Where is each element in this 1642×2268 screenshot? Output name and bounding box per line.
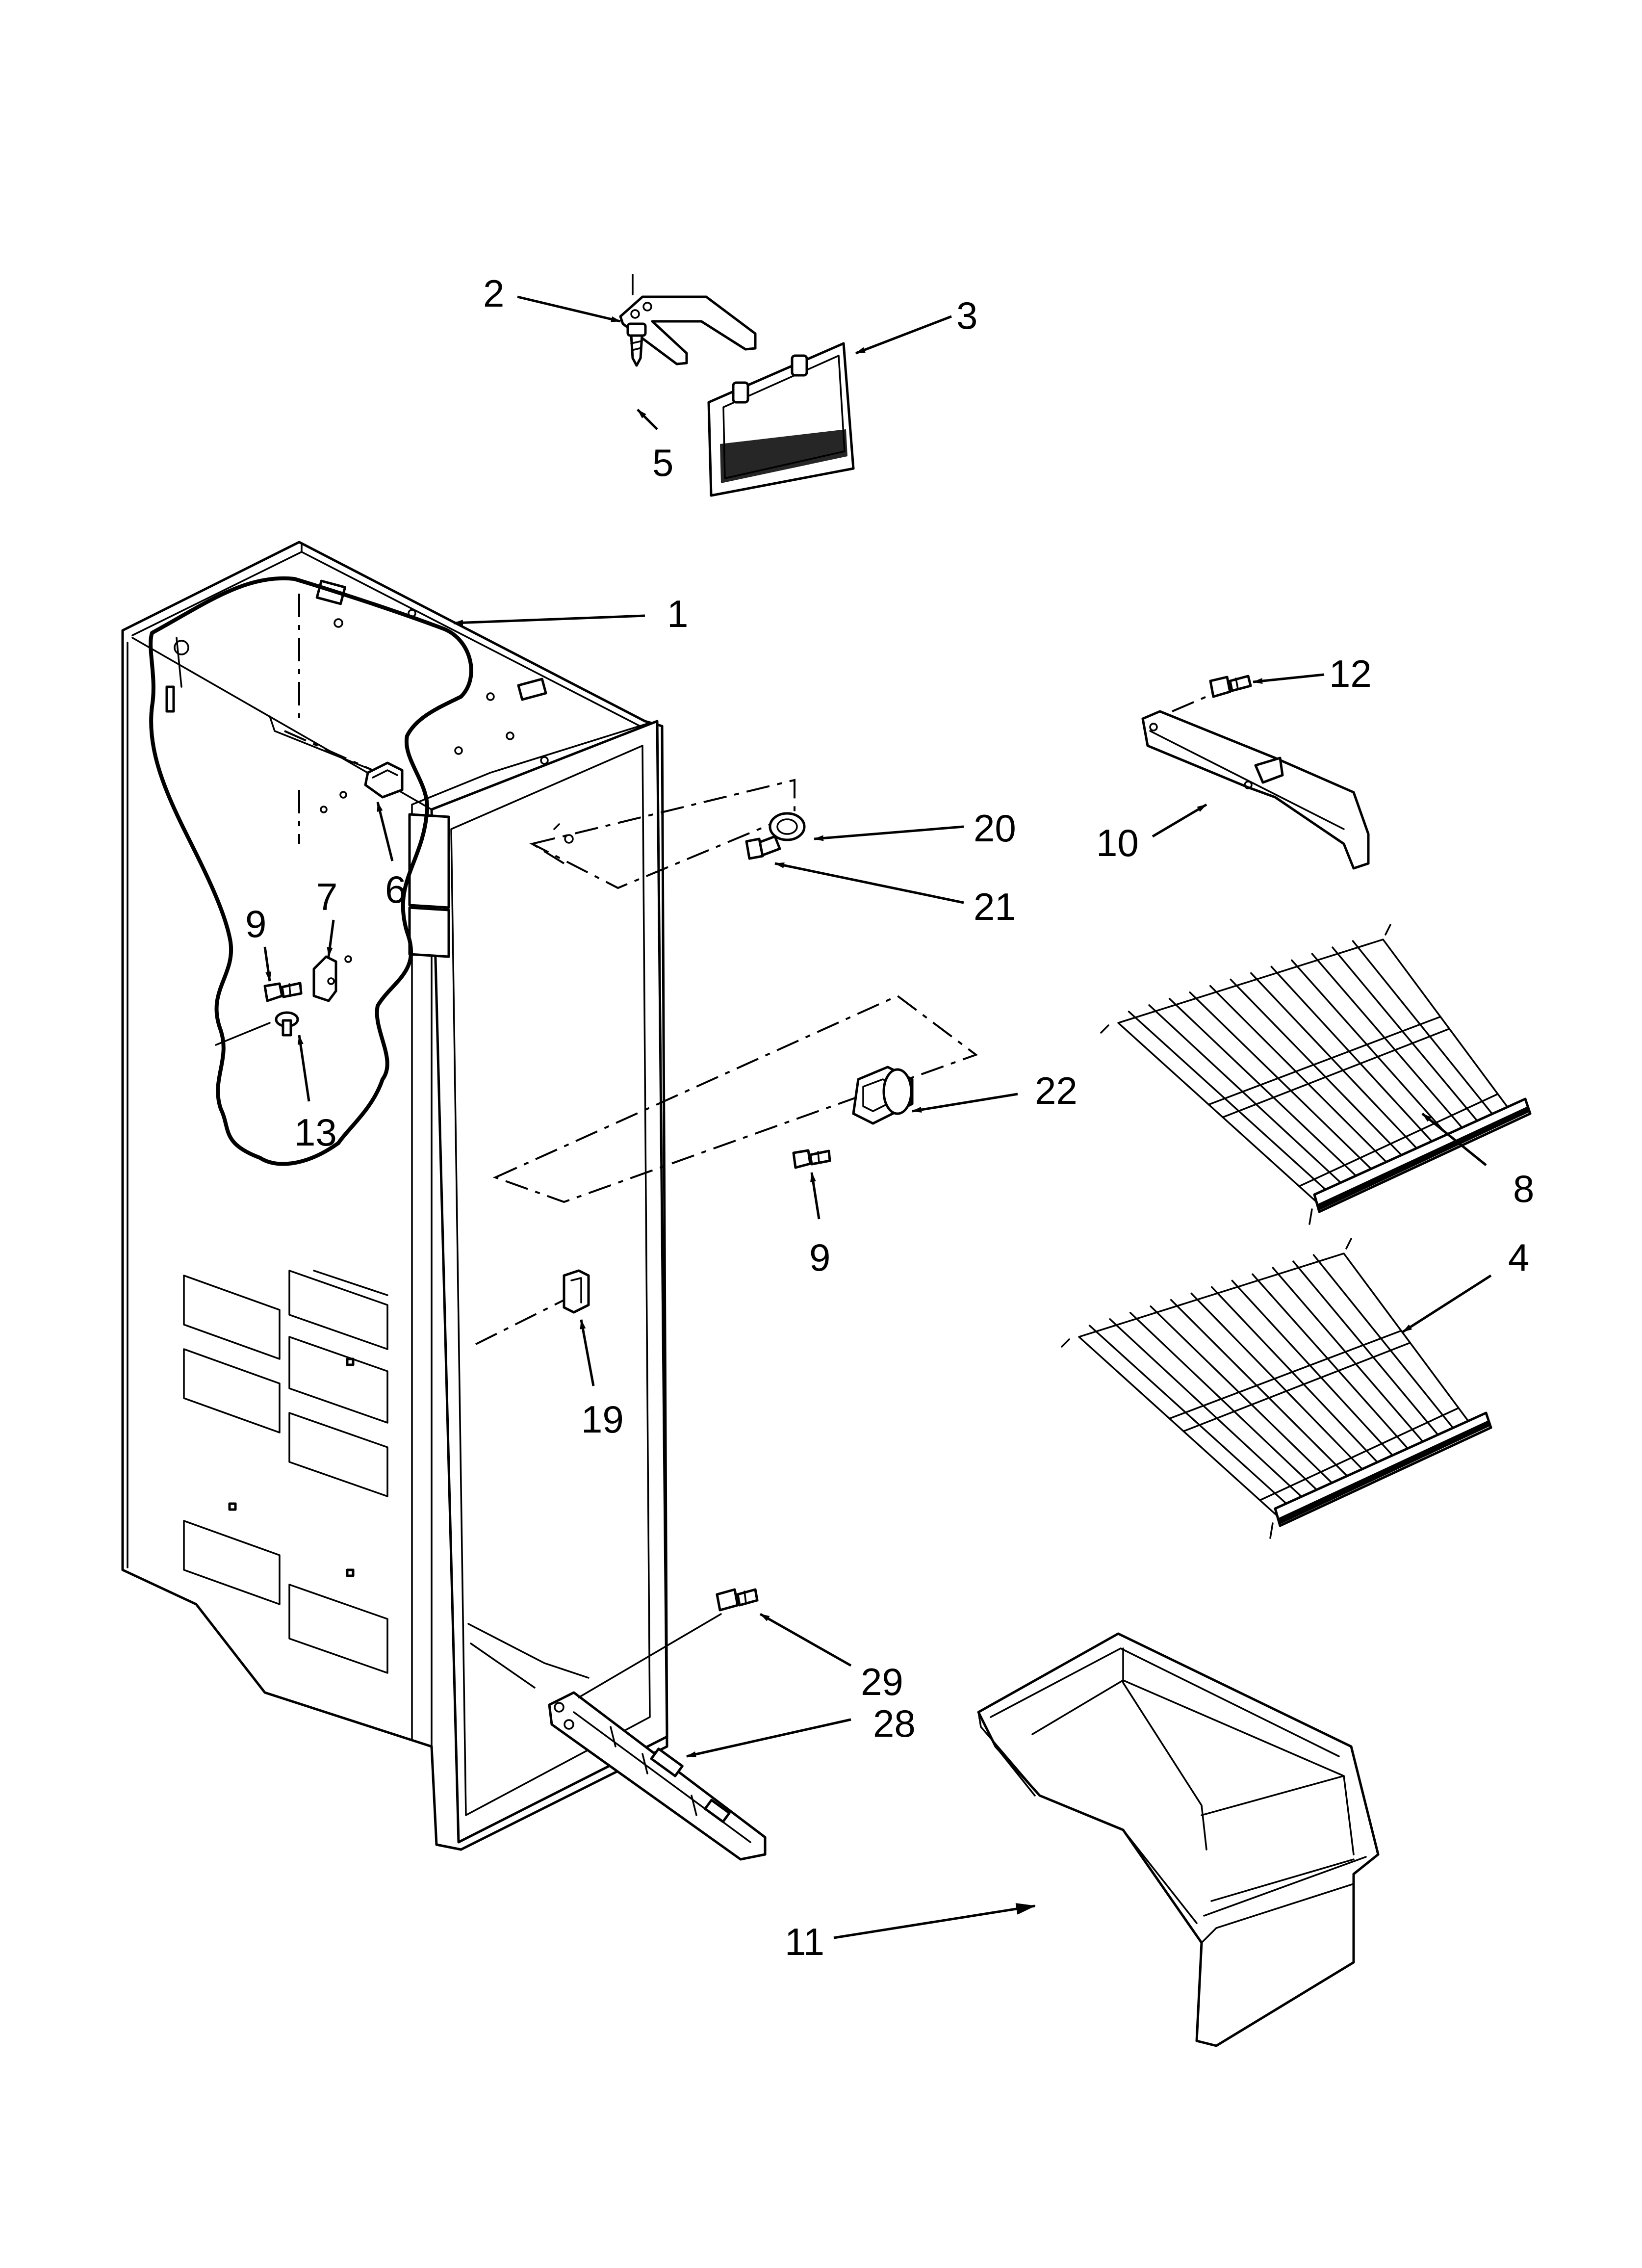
- callout-29: 29: [861, 1660, 903, 1703]
- leader-8: [1421, 1113, 1487, 1166]
- leader-7: [327, 919, 335, 957]
- freezer-liner: [121, 541, 978, 1851]
- leader-28: [686, 1718, 851, 1758]
- callout-7: 7: [316, 875, 337, 918]
- wire-shelf-8: [1100, 924, 1532, 1225]
- callout-3: 3: [956, 294, 977, 337]
- leader-22: [912, 1093, 1018, 1113]
- callout-9-lower: 9: [809, 1236, 830, 1279]
- callout-5: 5: [652, 441, 673, 484]
- light-shield: [707, 342, 855, 497]
- callout-20: 20: [974, 807, 1016, 850]
- leader-9-lower: [810, 1172, 821, 1220]
- toe-grille-28: [548, 1691, 767, 1861]
- leader-3: [855, 315, 952, 355]
- callout-19: 19: [581, 1398, 624, 1441]
- callout-10: 10: [1096, 821, 1139, 864]
- screw-29: [716, 1588, 759, 1612]
- leader-4: [1402, 1274, 1492, 1333]
- leader-5: [637, 409, 658, 430]
- shelf-support-20: [745, 812, 806, 860]
- screw-5: [626, 322, 647, 367]
- callout-labels: 2 3 5 1 12 10 20 21 6 7 9 13 22 9 8 4 19…: [245, 272, 1534, 1963]
- leader-9-upper: [263, 946, 272, 982]
- storage-bin-11: [977, 1632, 1380, 2047]
- plug-13: [275, 1011, 299, 1037]
- callout-leaders: [263, 295, 1492, 1939]
- callout-28: 28: [873, 1702, 916, 1745]
- callout-9-upper: 9: [245, 902, 266, 945]
- screw-9-upper: [263, 982, 303, 1002]
- leader-29: [759, 1613, 852, 1667]
- callout-21: 21: [974, 885, 1016, 928]
- liner-vent-panels: [183, 1270, 388, 1674]
- callout-4: 4: [1508, 1236, 1529, 1279]
- callout-13: 13: [294, 1111, 337, 1154]
- callout-2: 2: [483, 272, 504, 315]
- callout-11: 11: [785, 1920, 824, 1963]
- leader-6: [376, 802, 394, 861]
- screw-9-lower: [792, 1149, 831, 1169]
- leader-1: [453, 614, 645, 626]
- shelf-support-22: [852, 1066, 914, 1125]
- leader-11: [833, 1903, 1036, 1939]
- callout-1: 1: [667, 592, 688, 635]
- leader-21: [774, 862, 964, 904]
- shelf-bracket-10: [1141, 710, 1370, 870]
- leader-13: [297, 1035, 310, 1102]
- leader-2: [517, 295, 621, 323]
- wire-shelf-4: [1061, 1238, 1492, 1539]
- callout-6: 6: [385, 868, 406, 911]
- light-bracket: [619, 274, 757, 365]
- leader-20: [814, 825, 964, 841]
- callout-12: 12: [1329, 652, 1372, 695]
- leader-10: [1152, 803, 1207, 838]
- screw-12: [1209, 675, 1252, 698]
- clip-19: [563, 1269, 590, 1314]
- callout-22: 22: [1035, 1069, 1078, 1112]
- callout-8: 8: [1513, 1167, 1534, 1210]
- leader-19: [580, 1319, 595, 1386]
- leader-12: [1253, 673, 1325, 684]
